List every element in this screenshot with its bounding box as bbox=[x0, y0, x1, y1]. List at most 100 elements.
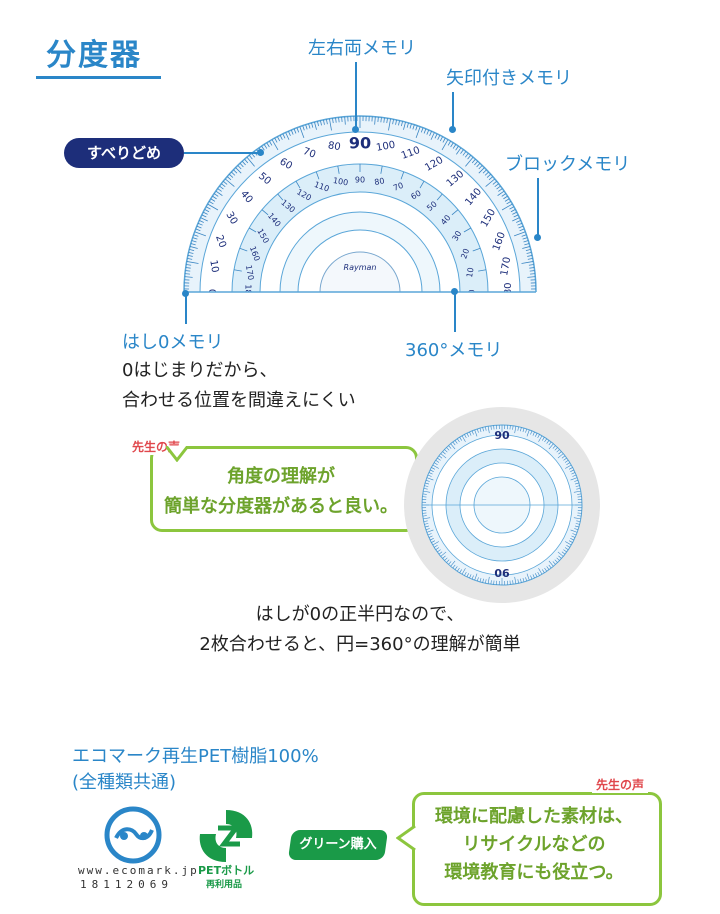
circle-tick bbox=[423, 517, 431, 520]
circle-tick bbox=[425, 482, 430, 485]
circle-tick bbox=[425, 479, 430, 482]
protractor-tick bbox=[492, 180, 498, 185]
protractor-tick bbox=[296, 127, 300, 133]
eco-subtitle: (全種類共通) bbox=[72, 772, 177, 793]
circle-tick bbox=[525, 577, 528, 582]
circle-tick bbox=[542, 569, 545, 574]
protractor-tick bbox=[282, 133, 286, 139]
circle-tick bbox=[558, 451, 562, 455]
protractor-tick bbox=[203, 211, 208, 215]
protractor-tick bbox=[467, 154, 472, 160]
circle-tick bbox=[573, 517, 581, 520]
protractor-tick bbox=[323, 119, 325, 125]
protractor-tick bbox=[529, 267, 535, 269]
protractor-tick bbox=[429, 131, 432, 136]
circle-tick bbox=[537, 571, 540, 576]
protractor-tick bbox=[530, 273, 536, 275]
protractor-tick bbox=[501, 193, 507, 197]
circle-tick bbox=[469, 574, 472, 579]
protractor-tick bbox=[496, 185, 501, 190]
circle-tick bbox=[532, 431, 535, 436]
protractor-tick bbox=[398, 120, 400, 126]
callout-edge-zero: はし0メモリ bbox=[122, 332, 224, 353]
protractor-inner-tick bbox=[261, 209, 269, 216]
circle-tick bbox=[548, 564, 552, 569]
title-underline bbox=[36, 76, 161, 79]
protractor-tick bbox=[212, 195, 217, 200]
protractor-tick bbox=[184, 276, 193, 278]
callout-block-scale: ブロックメモリ bbox=[505, 154, 631, 175]
page-title: 分度器 bbox=[46, 38, 142, 73]
circle-tick bbox=[561, 551, 566, 555]
circle-tick bbox=[479, 577, 482, 582]
circle-tick bbox=[450, 560, 456, 567]
circle-tick bbox=[482, 578, 484, 583]
circle-tick bbox=[565, 541, 572, 546]
circle-tick bbox=[464, 434, 467, 439]
circle-tick bbox=[426, 477, 434, 481]
protractor-tick bbox=[199, 220, 204, 223]
protractor-tick bbox=[447, 140, 451, 146]
ecomark-url: www.ecomark.jp bbox=[78, 864, 199, 877]
circle-tick bbox=[437, 457, 441, 461]
protractor-tick bbox=[332, 118, 334, 124]
protractor-tick bbox=[383, 117, 385, 123]
protractor-tick bbox=[478, 165, 483, 170]
protractor-tick bbox=[526, 252, 532, 254]
protractor-tick bbox=[217, 188, 222, 192]
circle-tick bbox=[561, 455, 566, 459]
circle-tick bbox=[422, 515, 427, 517]
protractor-tick bbox=[192, 237, 198, 240]
circle-tick bbox=[573, 490, 581, 493]
protractor-tick bbox=[263, 144, 268, 149]
circle-tick bbox=[537, 434, 540, 439]
callout-dot-left-right bbox=[352, 126, 359, 133]
protractor-tick bbox=[486, 173, 492, 178]
protractor-tick bbox=[233, 169, 238, 174]
protractor-tick bbox=[465, 156, 474, 167]
protractor-tick bbox=[474, 160, 479, 166]
protractor-tick bbox=[377, 116, 379, 122]
protractor-tick bbox=[380, 117, 382, 123]
protractor-tick bbox=[503, 195, 508, 200]
protractor-outer-number: 10 bbox=[207, 259, 220, 273]
circle-tick bbox=[485, 426, 487, 431]
circle-tick bbox=[571, 472, 576, 475]
circle-tick bbox=[487, 426, 490, 434]
protractor-tick bbox=[460, 149, 464, 154]
protractor-mid-number: 90 bbox=[355, 176, 365, 185]
protractor-inner-tick bbox=[419, 180, 425, 189]
protractor-tick bbox=[406, 122, 409, 128]
protractor-tick bbox=[207, 203, 219, 211]
circle-tick bbox=[438, 551, 443, 555]
circle-tick bbox=[471, 430, 474, 435]
edge-zero-desc-line-1: 0はじまりだから、 bbox=[122, 360, 278, 381]
callout-dot-360 bbox=[451, 288, 458, 295]
protractor-tick bbox=[497, 190, 505, 196]
circle-tick bbox=[512, 425, 514, 430]
circle-tick bbox=[558, 555, 562, 559]
circle-tick bbox=[452, 564, 456, 569]
pet-bottle-logo bbox=[199, 810, 253, 862]
protractor-tick bbox=[409, 123, 412, 129]
circle-tick bbox=[530, 575, 533, 580]
protractor-tick bbox=[386, 118, 388, 124]
protractor-tick bbox=[525, 249, 531, 252]
circle-tick bbox=[424, 523, 429, 525]
circle-tick bbox=[564, 460, 569, 463]
protractor-tick bbox=[261, 145, 265, 151]
protractor-inner-tick bbox=[337, 165, 340, 174]
protractor-tick bbox=[529, 270, 535, 272]
circle-tick bbox=[464, 571, 467, 576]
protractor-tick bbox=[277, 136, 281, 142]
circle-tick bbox=[570, 469, 575, 472]
circle-tick bbox=[428, 535, 433, 538]
protractor-mid-number: 30 bbox=[451, 229, 464, 242]
circle-tick bbox=[525, 428, 528, 433]
protractor-tick bbox=[246, 156, 255, 167]
circle-tick bbox=[514, 426, 517, 434]
protractor-tick bbox=[290, 129, 294, 135]
circle-tick bbox=[554, 447, 558, 451]
circle-tick bbox=[548, 443, 554, 450]
circle-tick bbox=[466, 432, 469, 437]
